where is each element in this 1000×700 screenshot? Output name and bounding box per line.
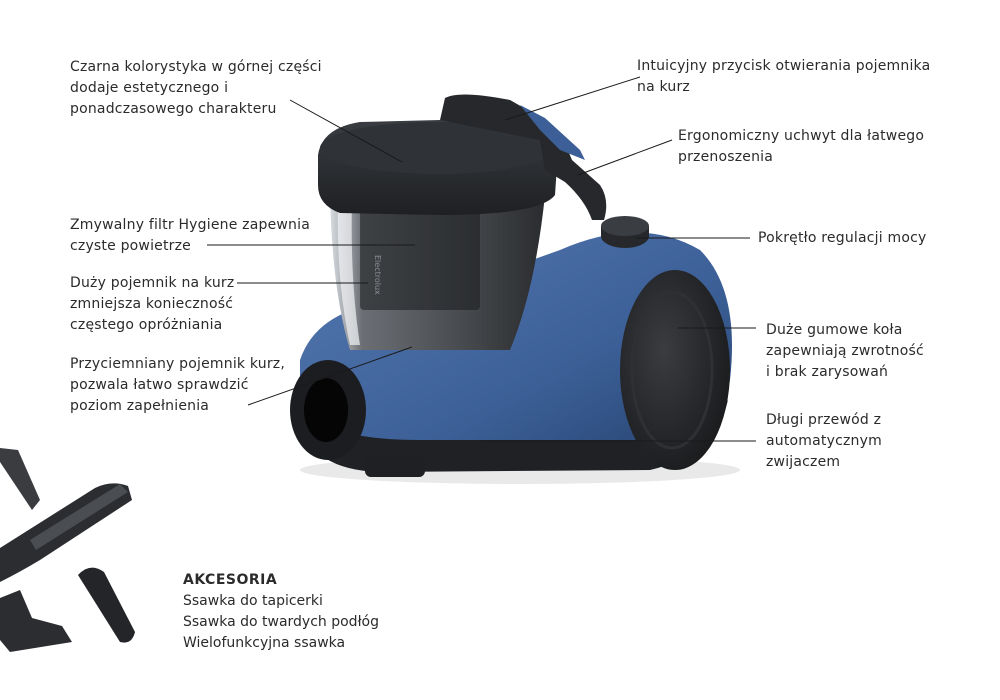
callout-black-top: Czarna kolorystyka w górnej części dodaj… xyxy=(70,59,322,117)
callout-wheels: Duże gumowe koła zapewniają zwrotność i … xyxy=(766,322,924,380)
vacuum-cleaner-image: Electrolux xyxy=(290,94,740,484)
callout-handle: Ergonomiczny uchwyt dla łatwego przenosz… xyxy=(678,128,925,165)
callout-cord: Długi przewód z automatycznym zwijaczem xyxy=(766,412,882,470)
accessory-item: Ssawka do tapicerki xyxy=(183,593,323,609)
callout-tinted-container: Przyciemniany pojemnik kurz, pozwala łat… xyxy=(70,356,285,414)
accessory-item: Wielofunkcyjna ssawka xyxy=(183,635,346,651)
leader-lines xyxy=(207,76,756,442)
callout-filter: Zmywalny filtr Hygiene zapewnia czyste p… xyxy=(70,217,311,254)
callout-container: Duży pojemnik na kurz zmniejsza konieczn… xyxy=(70,275,235,333)
callout-open-button: Intuicyjny przycisk otwierania pojemnika… xyxy=(637,58,931,95)
upholstery-nozzle-image xyxy=(0,590,72,652)
accessories-list: AKCESORIA Ssawka do tapicerki Ssawka do … xyxy=(183,570,379,654)
accessories-title: AKCESORIA xyxy=(183,572,278,588)
crevice-nozzle-image xyxy=(78,567,135,643)
floor-nozzle-image xyxy=(0,448,132,582)
brand-logo: Electrolux xyxy=(373,255,382,295)
accessory-item: Ssawka do twardych podłóg xyxy=(183,614,379,630)
callout-power-knob: Pokrętło regulacji mocy xyxy=(758,230,927,246)
